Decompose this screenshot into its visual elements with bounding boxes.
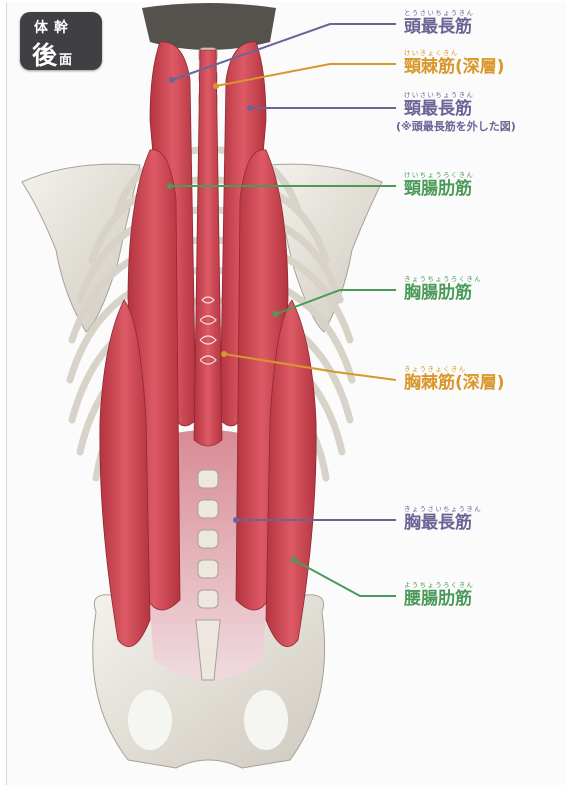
badge-line1: 体幹 bbox=[34, 17, 74, 37]
badge-line2-main: 後 bbox=[32, 41, 57, 70]
label-longissimus-cervicis: けいさいちょうきん 頸最長筋 (※頭最長筋を外した図) bbox=[404, 92, 516, 132]
label-text: 頭最長筋 bbox=[404, 19, 474, 36]
marker-4 bbox=[167, 183, 173, 189]
marker-5 bbox=[273, 311, 279, 317]
label-text: 頸最長筋 bbox=[404, 101, 516, 118]
label-ruby: きょうさいちょうきん bbox=[404, 506, 482, 513]
marker-2 bbox=[213, 83, 219, 89]
marker-1 bbox=[169, 77, 175, 83]
label-iliocostalis-lumborum: ようちょうろくきん 腰腸肋筋 bbox=[404, 582, 474, 608]
label-spinalis-thoracis: きょうきょくきん 胸棘筋(深層) bbox=[404, 366, 505, 392]
label-note: (※頭最長筋を外した図) bbox=[396, 121, 516, 132]
label-ruby: けいさいちょうきん bbox=[404, 92, 516, 99]
label-longissimus-thoracis: きょうさいちょうきん 胸最長筋 bbox=[404, 506, 482, 532]
marker-3 bbox=[247, 105, 253, 111]
marker-7 bbox=[233, 517, 239, 523]
label-iliocostalis-cervicis: けいちょうろくきん 頸腸肋筋 bbox=[404, 172, 474, 198]
label-iliocostalis-thoracis: きょうちょうろくきん 胸腸肋筋 bbox=[404, 276, 482, 302]
label-ruby: ようちょうろくきん bbox=[404, 582, 474, 589]
label-ruby: きょうちょうろくきん bbox=[404, 276, 482, 283]
label-ruby: けいちょうろくきん bbox=[404, 172, 474, 179]
trunk-posterior-badge: 体幹 後面 bbox=[20, 12, 102, 70]
marker-6 bbox=[221, 351, 227, 357]
label-text: 頸腸肋筋 bbox=[404, 181, 474, 198]
label-ruby: きょうきょくきん bbox=[404, 366, 505, 373]
label-text: 胸棘筋(深層) bbox=[404, 375, 505, 392]
label-text: 腰腸肋筋 bbox=[404, 591, 474, 608]
label-text: 胸腸肋筋 bbox=[404, 285, 482, 302]
label-text: 胸最長筋 bbox=[404, 515, 482, 532]
badge-line2-small: 面 bbox=[59, 53, 72, 68]
label-text: 頸棘筋(深層) bbox=[404, 59, 505, 76]
leader-line-8 bbox=[294, 560, 396, 596]
badge-line2: 後面 bbox=[32, 36, 72, 72]
label-ruby: けいきょくきん bbox=[404, 50, 505, 57]
marker-8 bbox=[291, 557, 297, 563]
label-spinalis-cervicis: けいきょくきん 頸棘筋(深層) bbox=[404, 50, 505, 76]
label-ruby: とうさいちょうきん bbox=[404, 10, 474, 17]
label-longissimus-capitis: とうさいちょうきん 頭最長筋 bbox=[404, 10, 474, 36]
